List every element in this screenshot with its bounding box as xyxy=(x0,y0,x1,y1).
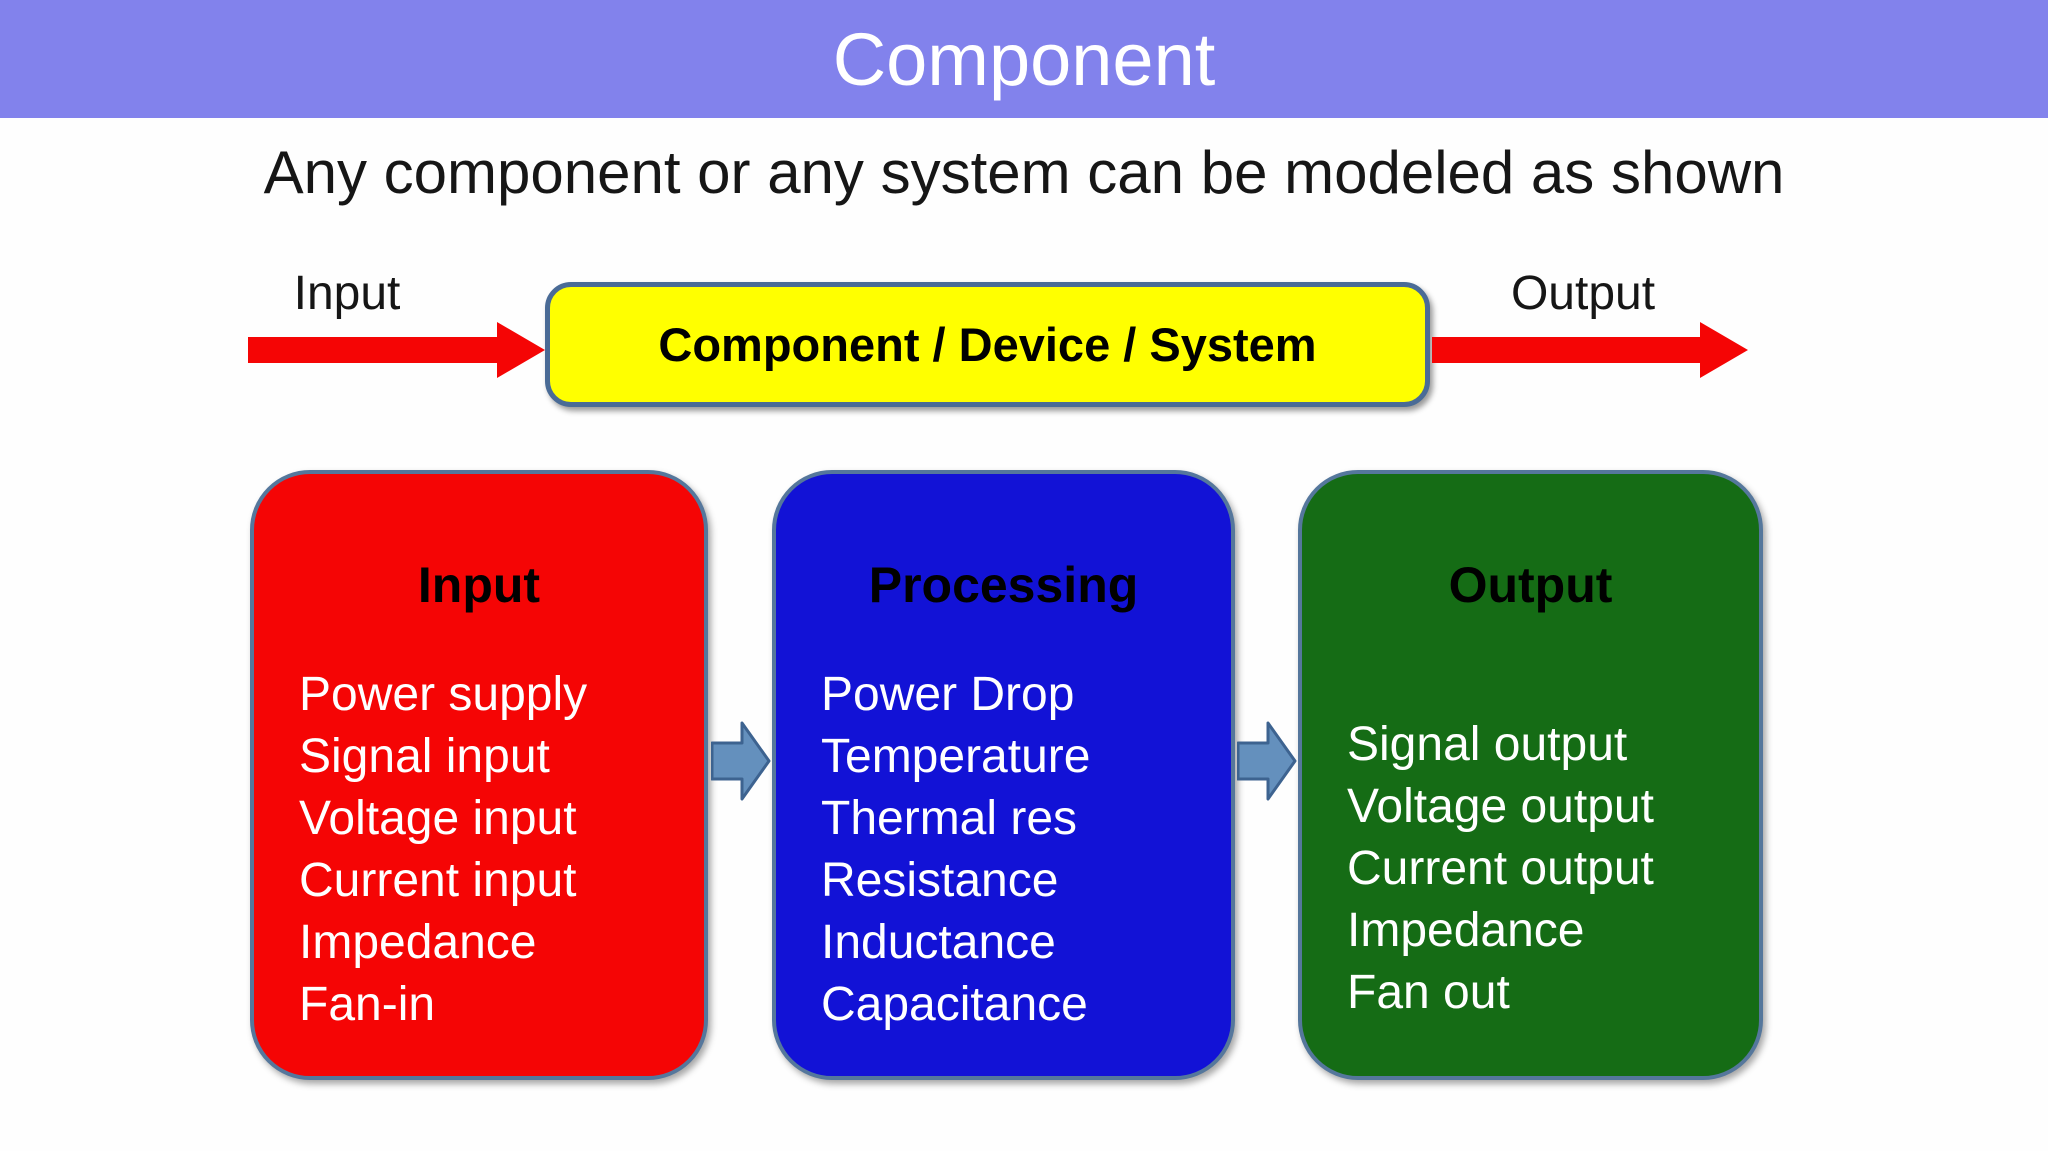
list-item: Temperature xyxy=(821,730,1091,783)
input-panel-list: Power supply Signal input Voltage input … xyxy=(299,664,694,1036)
output-panel: Output Signal output Voltage output Curr… xyxy=(1298,470,1763,1080)
list-item: Fan-in xyxy=(299,978,436,1031)
list-item: Voltage input xyxy=(299,792,577,845)
component-box-label: Component / Device / System xyxy=(658,318,1317,371)
processing-panel-title: Processing xyxy=(868,557,1139,613)
list-item: Voltage output xyxy=(1347,780,1654,833)
input-arrow-icon xyxy=(248,322,545,378)
processing-panel-list: Power Drop Temperature Thermal res Resis… xyxy=(821,664,1221,1036)
output-flow-label: Output xyxy=(1510,267,1656,320)
connector-arrow-icon xyxy=(1237,721,1297,801)
output-arrow-icon xyxy=(1432,322,1748,378)
list-item: Power Drop xyxy=(821,668,1075,721)
list-item: Signal input xyxy=(299,730,550,783)
list-item: Capacitance xyxy=(821,978,1088,1031)
component-device-system-box: Component / Device / System xyxy=(545,282,1430,407)
list-item: Power supply xyxy=(299,668,588,721)
connector-arrow-icon xyxy=(711,721,771,801)
subtitle: Any component or any system can be model… xyxy=(263,139,1785,206)
list-item: Current input xyxy=(299,854,577,907)
input-flow-label: Input xyxy=(293,267,401,320)
title-bar: Component xyxy=(0,0,2048,118)
list-item: Impedance xyxy=(1347,904,1585,957)
list-item: Fan out xyxy=(1347,966,1510,1019)
input-panel-title: Input xyxy=(417,557,541,613)
list-item: Impedance xyxy=(299,916,537,969)
page-title: Component xyxy=(832,17,1216,101)
list-item: Thermal res xyxy=(821,792,1078,845)
list-item: Current output xyxy=(1347,842,1654,895)
list-item: Signal output xyxy=(1347,718,1628,771)
processing-panel: Processing Power Drop Temperature Therma… xyxy=(772,470,1235,1080)
list-item: Resistance xyxy=(821,854,1059,907)
list-item: Inductance xyxy=(821,916,1056,969)
output-panel-title: Output xyxy=(1448,557,1613,613)
input-panel: Input Power supply Signal input Voltage … xyxy=(250,470,708,1080)
output-panel-list: Signal output Voltage output Current out… xyxy=(1347,714,1749,1024)
